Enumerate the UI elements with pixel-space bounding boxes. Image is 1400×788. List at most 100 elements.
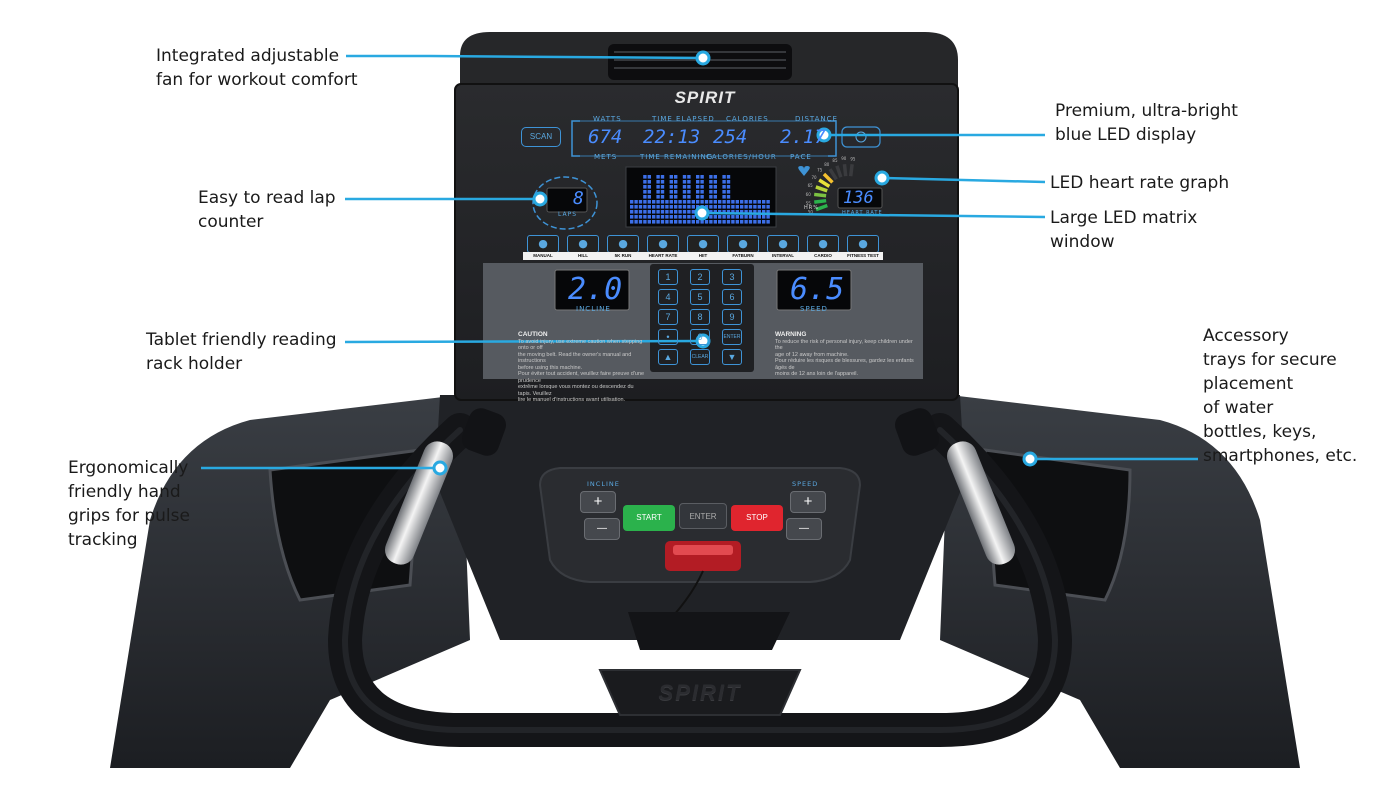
matrix-led bbox=[740, 220, 744, 224]
program-button-hiit[interactable]: ●HIIT bbox=[683, 235, 723, 261]
matrix-led bbox=[748, 205, 753, 209]
keypad-key[interactable]: CLEAR bbox=[690, 349, 710, 365]
matrix-led bbox=[691, 200, 695, 204]
keypad-key[interactable]: ENTER bbox=[722, 329, 742, 345]
matrix-led bbox=[678, 210, 682, 214]
keypad-key[interactable]: 1 bbox=[658, 269, 678, 285]
matrix-led bbox=[766, 205, 770, 209]
matrix-led bbox=[687, 175, 691, 179]
keypad-key[interactable]: ▲ bbox=[658, 349, 678, 365]
keypad-key[interactable]: 7 bbox=[658, 309, 678, 325]
matrix-led bbox=[647, 215, 651, 219]
matrix-led bbox=[656, 175, 660, 179]
program-manual-icon: ● bbox=[527, 235, 559, 253]
hr-zone-bar bbox=[815, 203, 828, 212]
matrix-led bbox=[735, 220, 739, 224]
matrix-led bbox=[753, 205, 757, 209]
matrix-led bbox=[700, 185, 704, 189]
matrix-led bbox=[726, 205, 731, 209]
matrix-led bbox=[669, 180, 673, 184]
matrix-led bbox=[687, 190, 691, 194]
callout-fan: Integrated adjustable fan for workout co… bbox=[156, 46, 358, 90]
matrix-led bbox=[682, 210, 687, 214]
program-button-manual[interactable]: ●MANUAL bbox=[523, 235, 563, 261]
program-button-fatburn[interactable]: ●FATBURN bbox=[723, 235, 763, 261]
matrix-led bbox=[678, 220, 682, 224]
incline-up-button[interactable]: + bbox=[580, 491, 616, 513]
keypad-key[interactable]: ▼ bbox=[722, 349, 742, 365]
program-button-hill[interactable]: ●HILL bbox=[563, 235, 603, 261]
program-button-fitness-test[interactable]: ●FITNESS TEST bbox=[843, 235, 883, 261]
keypad-key[interactable]: 8 bbox=[690, 309, 710, 325]
program-button-cardio[interactable]: ●CARDIO bbox=[803, 235, 843, 261]
matrix-led bbox=[669, 205, 673, 209]
program-label: HILL bbox=[563, 252, 603, 260]
right-pulse-grip[interactable] bbox=[943, 437, 1020, 569]
matrix-led bbox=[674, 220, 678, 224]
program-button-heart-rate[interactable]: ●HEART RATE bbox=[643, 235, 683, 261]
matrix-led bbox=[722, 175, 726, 179]
matrix-led bbox=[669, 220, 673, 224]
matrix-led bbox=[652, 205, 656, 209]
program-button-interval[interactable]: ●INTERVAL bbox=[763, 235, 803, 261]
matrix-led bbox=[691, 210, 695, 214]
keypad-key[interactable]: 5 bbox=[690, 289, 710, 305]
lower-incline-label: INCLINE bbox=[587, 480, 620, 488]
stop-button[interactable]: STOP bbox=[731, 505, 783, 531]
keypad-key[interactable]: 9 bbox=[722, 309, 742, 325]
matrix-led bbox=[740, 215, 744, 219]
keypad-key[interactable]: 4 bbox=[658, 289, 678, 305]
keypad-key[interactable]: • bbox=[658, 329, 678, 345]
matrix-led bbox=[709, 185, 713, 189]
matrix-led bbox=[726, 195, 731, 199]
hr-zone-bar bbox=[814, 198, 827, 204]
matrix-led bbox=[762, 210, 766, 214]
incline-down-button[interactable]: — bbox=[584, 518, 620, 540]
matrix-led bbox=[696, 200, 700, 204]
matrix-led bbox=[722, 195, 726, 199]
speed-up-button[interactable]: + bbox=[790, 491, 826, 513]
matrix-led bbox=[674, 175, 678, 179]
matrix-led bbox=[726, 215, 731, 219]
matrix-led bbox=[731, 210, 735, 214]
matrix-led bbox=[709, 220, 713, 224]
matrix-led bbox=[682, 190, 687, 194]
matrix-led bbox=[630, 200, 634, 204]
matrix-led bbox=[740, 200, 744, 204]
matrix-led bbox=[660, 220, 665, 224]
keypad-key[interactable]: 3 bbox=[722, 269, 742, 285]
lower-tray bbox=[628, 612, 790, 650]
scan-button[interactable]: SCAN bbox=[521, 127, 561, 147]
keypad-key[interactable]: 0 bbox=[690, 329, 710, 345]
matrix-led bbox=[647, 180, 651, 184]
matrix-led bbox=[647, 175, 651, 179]
matrix-led bbox=[766, 200, 770, 204]
matrix-led bbox=[696, 205, 700, 209]
matrix-led bbox=[682, 180, 687, 184]
callout-lines bbox=[201, 54, 1198, 470]
callout-heart-graph: LED heart rate graph bbox=[1050, 173, 1230, 193]
fan-button[interactable] bbox=[841, 126, 881, 148]
hr-scale-label: 80 bbox=[824, 162, 830, 167]
enter-button[interactable]: ENTER bbox=[679, 503, 727, 529]
matrix-led bbox=[638, 215, 643, 219]
matrix-led bbox=[643, 190, 647, 194]
matrix-led bbox=[713, 190, 717, 194]
matrix-led bbox=[678, 215, 682, 219]
start-button[interactable]: START bbox=[623, 505, 675, 531]
matrix-led bbox=[740, 210, 744, 214]
matrix-led bbox=[731, 205, 735, 209]
keypad-key[interactable]: 2 bbox=[690, 269, 710, 285]
matrix-led bbox=[674, 185, 678, 189]
matrix-led bbox=[647, 190, 651, 194]
speed-down-button[interactable]: — bbox=[786, 518, 822, 540]
matrix-led bbox=[691, 215, 695, 219]
matrix-led bbox=[691, 220, 695, 224]
keypad-key[interactable]: 6 bbox=[722, 289, 742, 305]
matrix-led bbox=[696, 220, 700, 224]
heart-rate-value: 136 bbox=[843, 188, 874, 208]
label-mets: METS bbox=[594, 153, 618, 161]
program-button-5k-run[interactable]: ●5K RUN bbox=[603, 235, 643, 261]
matrix-led bbox=[709, 175, 713, 179]
